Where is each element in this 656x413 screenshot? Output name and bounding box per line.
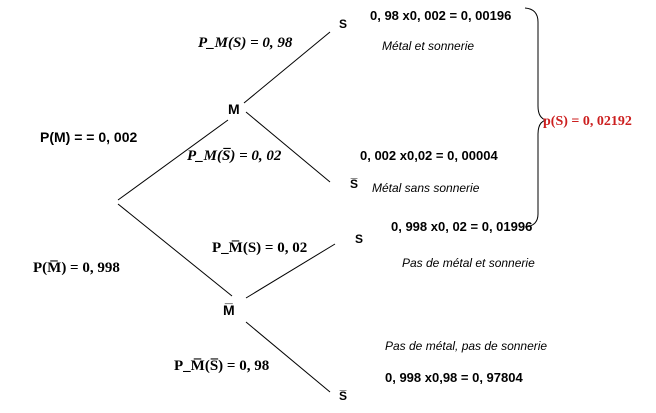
outcome-desc-2: Métal sans sonnerie [372, 181, 480, 195]
node-s-2: S [355, 232, 363, 246]
label-pm-sbar: P_M(S̅) = 0, 02 [187, 148, 282, 164]
outcome-calc-3: 0, 998 x0, 02 = 0, 01996 [391, 219, 532, 234]
curly-brace [524, 7, 547, 228]
label-pm-s: P_M(S) = 0, 98 [198, 35, 293, 51]
edge-root-mbar [117, 203, 233, 297]
outcome-calc-2: 0, 002 x0,02 = 0, 00004 [360, 148, 498, 163]
edge-root-m [117, 119, 229, 201]
label-p-mbar: P(M̅) = 0, 998 [33, 260, 120, 276]
label-pmbar-sbar: P_M̅(S̅) = 0, 98 [174, 358, 269, 374]
outcome-desc-3: Pas de métal et sonnerie [402, 256, 535, 270]
node-sbar-2: S̅ [339, 389, 347, 403]
node-mbar: M̅ [223, 302, 235, 318]
label-pmbar-s: P_M̅(S) = 0, 02 [212, 240, 307, 256]
outcome-desc-1: Métal et sonnerie [382, 39, 474, 53]
outcome-calc-1: 0, 98 x0, 002 = 0, 00196 [370, 8, 511, 23]
total-probability: p(S) = 0, 02192 [543, 114, 632, 129]
node-m: M [228, 101, 240, 117]
node-sbar-1: S̅ [350, 177, 358, 191]
edge-mbar-sbar [245, 321, 331, 393]
node-s-1: S [339, 17, 347, 31]
label-p-m: P(M) = = 0, 002 [40, 129, 137, 145]
edge-mbar-s [245, 243, 336, 299]
outcome-desc-4: Pas de métal, pas de sonnerie [385, 339, 547, 353]
outcome-calc-4: 0, 998 x0,98 = 0, 97804 [385, 370, 523, 385]
edge-m-sbar [245, 111, 331, 183]
edge-m-s [243, 31, 331, 104]
